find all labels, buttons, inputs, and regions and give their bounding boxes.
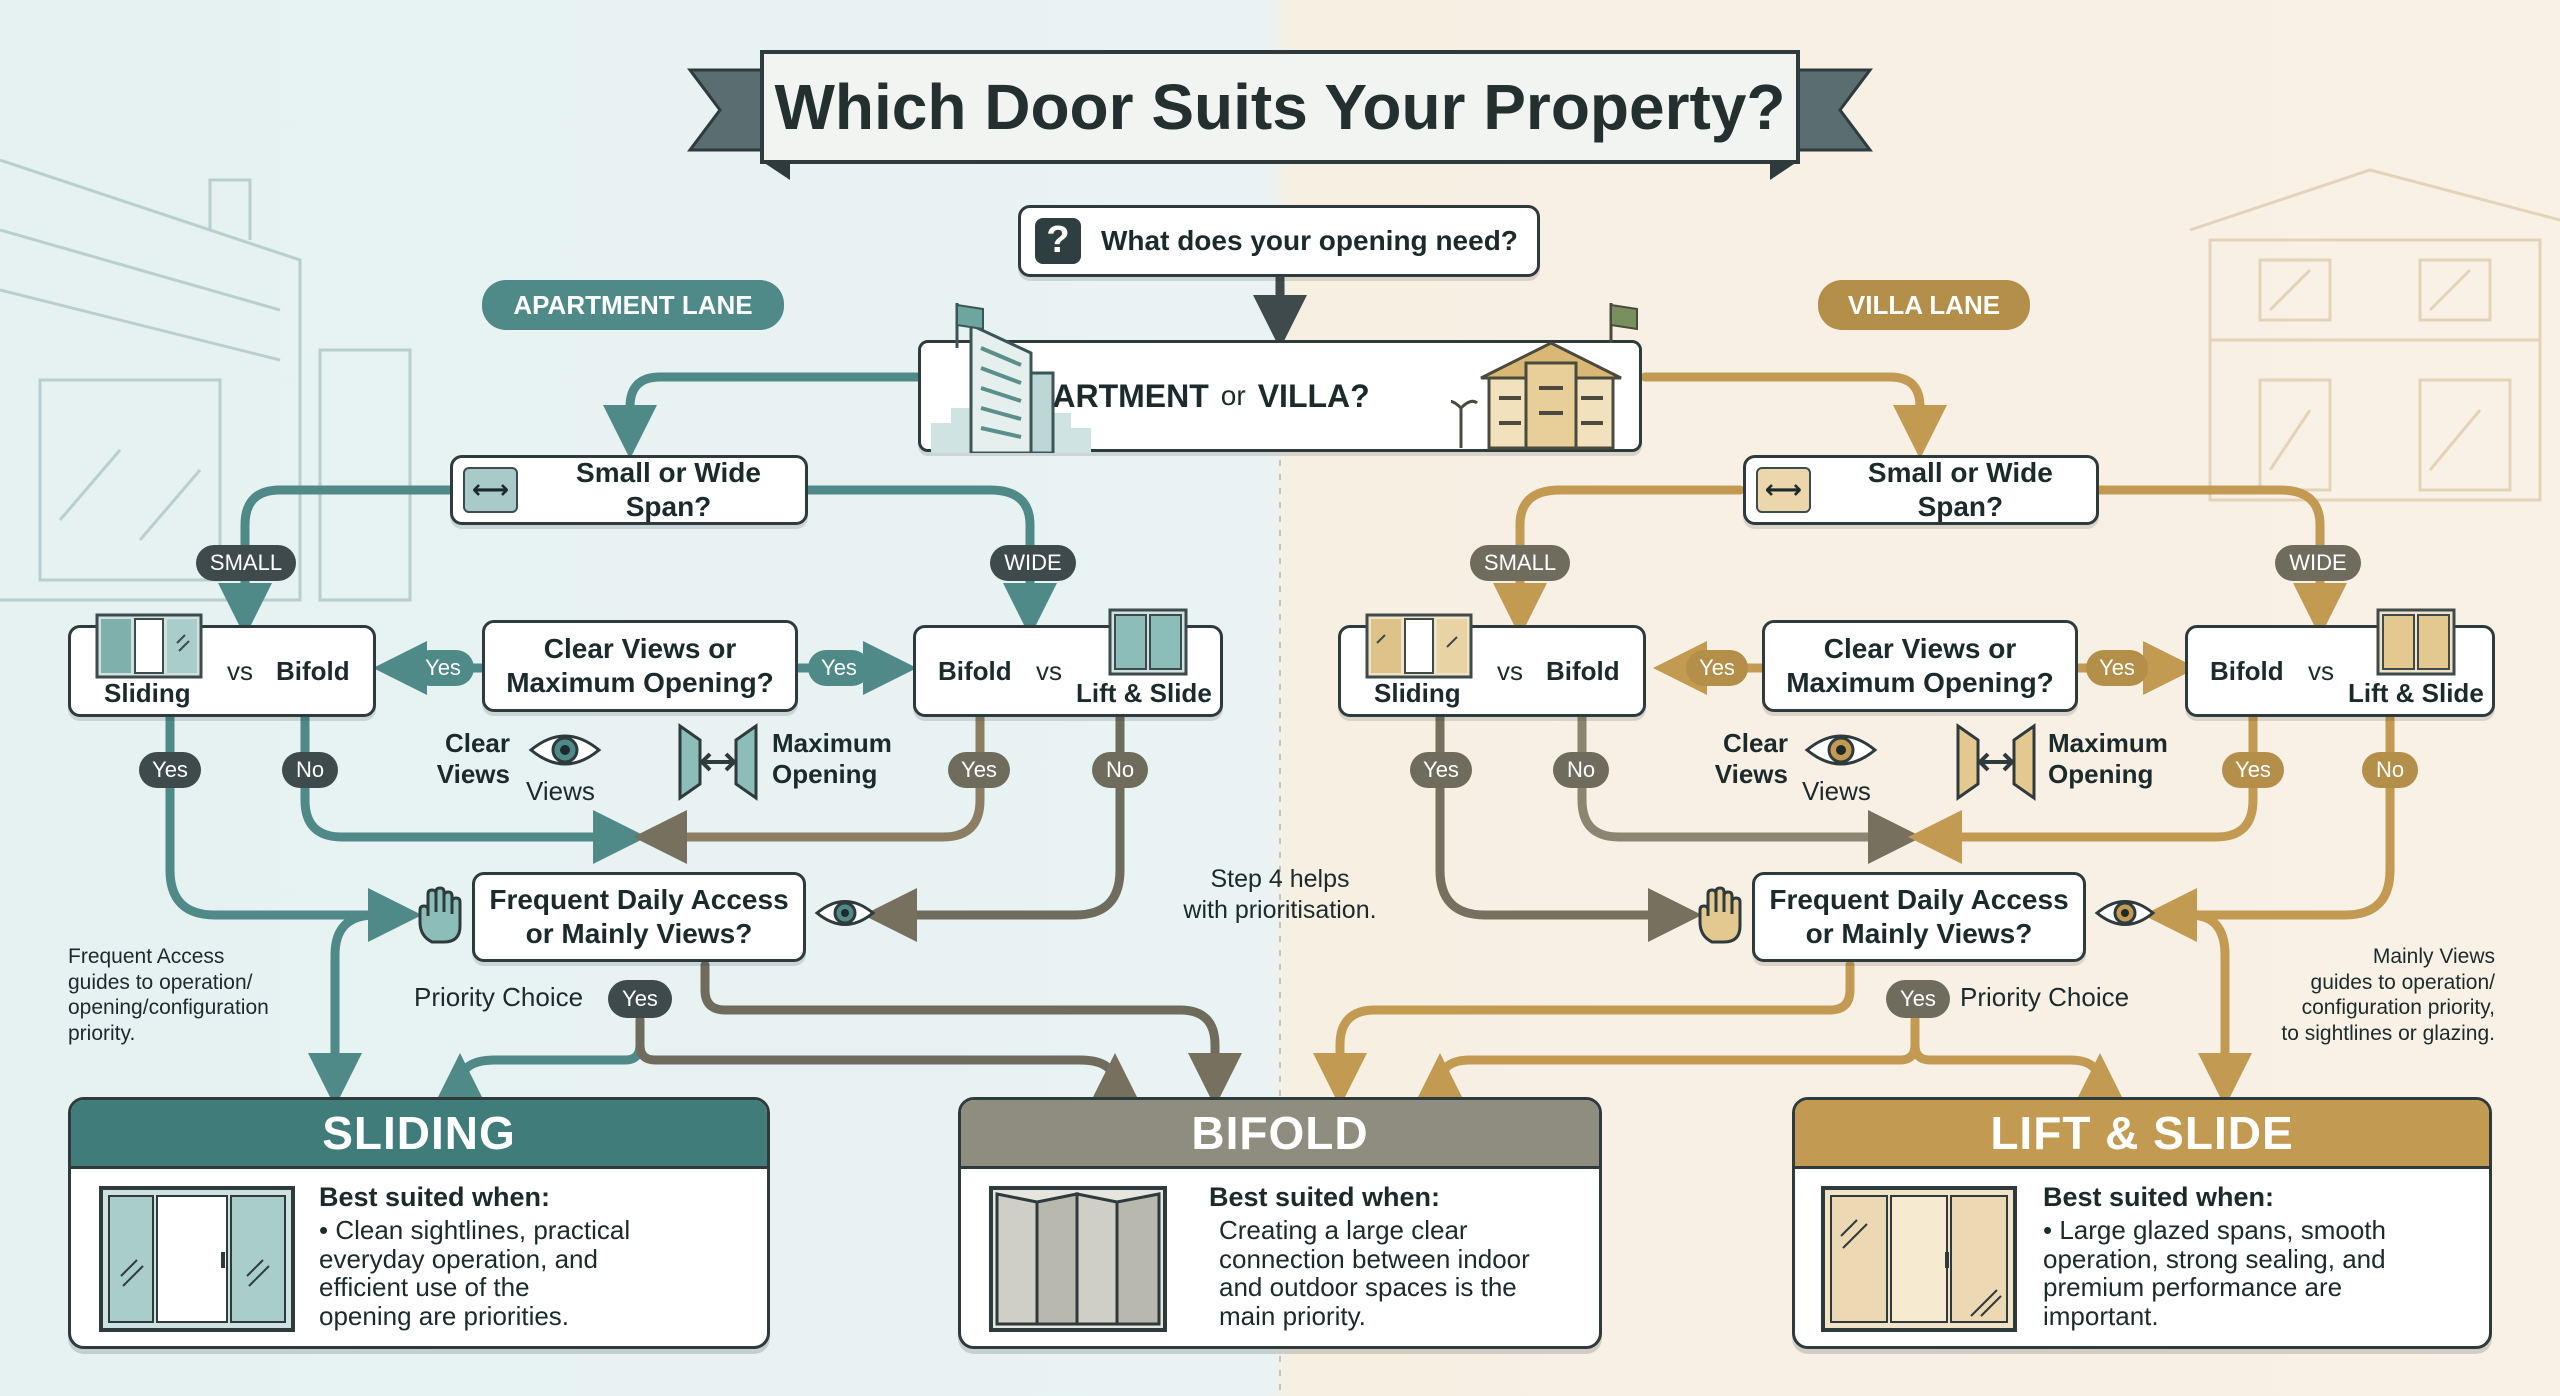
villa-lift-yes-tag: Yes <box>2222 752 2284 788</box>
result-heading-sliding: Best suited when: <box>319 1182 551 1212</box>
property-or-label: or <box>1220 380 1246 412</box>
lift-slide-door-icon <box>1108 608 1188 676</box>
compare-bifold-label: Bifold <box>1546 656 1620 686</box>
villa-lift-no-tag: No <box>2362 752 2418 788</box>
result-text-lift-slide: • Large glazed spans, smooth operation, … <box>2043 1215 2386 1331</box>
result-text-bifold: Creating a large clear connection betwee… <box>1219 1215 1530 1331</box>
villa-views-label: Views <box>1802 776 1871 806</box>
apartment-views-label: Views <box>526 776 595 806</box>
villa-sliding-vs-bifold[interactable]: Sliding vs Bifold <box>1338 613 1646 717</box>
apartment-lane-label: APARTMENT LANE <box>482 280 784 330</box>
compare-bifold-label: Bifold <box>276 656 350 686</box>
apartment-sliding-vs-bifold[interactable]: Sliding vs Bifold <box>68 613 376 717</box>
result-heading-bifold: Best suited when: <box>1209 1182 1441 1212</box>
apartment-views-question[interactable]: Clear Views or Maximum Opening? <box>482 620 798 712</box>
villa-span-question[interactable]: ⟷ Small or Wide Span? <box>1743 455 2099 525</box>
result-card-lift-slide[interactable]: LIFT & SLIDE Best suited when: • Large g… <box>1792 1097 2492 1349</box>
maximum-opening-arrows-icon <box>1956 723 2036 801</box>
property-villa-label: VILLA? <box>1257 377 1370 414</box>
compare-sliding-label: Sliding <box>1374 678 1461 708</box>
result-heading-lift-slide: Best suited when: <box>2043 1182 2275 1212</box>
lift-slide-door-illustration <box>1821 1186 2017 1332</box>
bifold-door-illustration <box>989 1186 1167 1332</box>
start-question-label: What does your opening need? <box>1101 225 1518 257</box>
maximum-opening-arrows-icon <box>678 723 758 801</box>
eye-icon <box>2094 900 2156 926</box>
apartment-small-tag: SMALL <box>196 545 296 581</box>
compare-lift-slide-label: Lift & Slide <box>2348 678 2484 708</box>
apartment-wide-yes-tag: Yes <box>808 650 870 686</box>
apartment-lift-yes-tag: Yes <box>948 752 1010 788</box>
apartment-building-icon <box>931 303 1091 453</box>
apartment-span-label: Small or Wide Span? <box>576 457 761 522</box>
apartment-priority-yes-tag: Yes <box>608 980 672 1018</box>
result-title-bifold: BIFOLD <box>961 1100 1599 1169</box>
mainly-views-note: Mainly Views guides to operation/ config… <box>2150 944 2495 1046</box>
villa-sliding-yes-tag: Yes <box>1410 752 1472 788</box>
result-text-sliding: • Clean sightlines, practical everyday o… <box>319 1215 631 1331</box>
property-type-question[interactable]: APARTMENT or VILLA? <box>918 303 1642 453</box>
sliding-door-icon <box>1365 613 1473 679</box>
eye-icon <box>1804 734 1878 766</box>
hand-tap-icon <box>1698 886 1742 944</box>
compare-vs-label: vs <box>227 656 253 686</box>
eye-icon <box>814 900 876 926</box>
compare-sliding-label: Sliding <box>104 678 191 708</box>
apartment-clear-views-label: Clear Views <box>436 728 510 790</box>
villa-priority-choice-label: Priority Choice <box>1960 982 2130 1012</box>
villa-lane-label: VILLA LANE <box>1818 280 2030 330</box>
compare-bifold-label: Bifold <box>2210 656 2284 686</box>
villa-sliding-no-tag: No <box>1553 752 1609 788</box>
frequent-access-note-text: Frequent Access guides to operation/ ope… <box>68 945 269 1045</box>
compare-vs-label: vs <box>2308 656 2334 686</box>
sliding-door-illustration <box>99 1186 295 1332</box>
result-card-bifold[interactable]: BIFOLD Best suited when: Creating a larg… <box>958 1097 1602 1349</box>
frequent-access-note: Frequent Access guides to operation/ ope… <box>68 944 269 1046</box>
hand-tap-icon <box>418 886 462 944</box>
villa-priority-yes-tag: Yes <box>1886 980 1950 1018</box>
apartment-small-yes-tag: Yes <box>412 650 474 686</box>
villa-bifold-vs-lift-slide[interactable]: Bifold vs Lift & Slide <box>2185 608 2495 717</box>
result-title-lift-slide: LIFT & SLIDE <box>1795 1100 2489 1169</box>
page-title: Which Door Suits Your Property? <box>774 71 1786 143</box>
villa-maximum-opening-label: Maximum Opening <box>2048 728 2168 790</box>
span-width-icon: ⟷ <box>1756 467 1811 513</box>
villa-small-yes-tag: Yes <box>1686 650 1748 686</box>
result-title-sliding: SLIDING <box>71 1100 767 1169</box>
result-card-sliding[interactable]: SLIDING Best suited when: • Clean sightl… <box>68 1097 770 1349</box>
villa-small-tag: SMALL <box>1470 545 1570 581</box>
villa-wide-tag: WIDE <box>2275 545 2361 581</box>
start-question-box[interactable]: ? What does your opening need? <box>1018 205 1540 277</box>
apartment-bifold-vs-lift-slide[interactable]: Bifold vs Lift & Slide <box>913 608 1223 717</box>
villa-wide-yes-tag: Yes <box>2086 650 2148 686</box>
compare-vs-label: vs <box>1497 656 1523 686</box>
apartment-access-question[interactable]: Frequent Daily Access or Mainly Views? <box>472 872 806 962</box>
sliding-door-icon <box>95 613 203 679</box>
compare-vs-label: vs <box>1036 656 1062 686</box>
villa-background-illustration <box>2189 168 2560 502</box>
step-four-note: Step 4 helps with prioritisation. <box>1183 865 1377 924</box>
span-width-icon: ⟷ <box>463 467 519 513</box>
apartment-wide-tag: WIDE <box>990 545 1076 581</box>
mainly-views-note-text: Mainly Views guides to operation/ config… <box>2281 945 2495 1045</box>
villa-clear-views-label: Clear Views <box>1714 728 1788 790</box>
compare-bifold-label: Bifold <box>938 656 1012 686</box>
apartment-lift-no-tag: No <box>1092 752 1148 788</box>
apartment-span-question[interactable]: ⟷ Small or Wide Span? <box>450 455 808 525</box>
villa-access-question[interactable]: Frequent Daily Access or Mainly Views? <box>1752 872 2086 962</box>
lift-slide-door-icon <box>2376 608 2456 676</box>
villa-span-label: Small or Wide Span? <box>1867 457 2053 522</box>
apartment-priority-choice-label: Priority Choice <box>414 982 584 1012</box>
compare-lift-slide-label: Lift & Slide <box>1076 678 1212 708</box>
villa-building-icon <box>1451 303 1638 450</box>
apartment-maximum-opening-label: Maximum Opening <box>772 728 892 790</box>
question-mark-icon: ? <box>1035 218 1081 264</box>
villa-views-question[interactable]: Clear Views or Maximum Opening? <box>1762 620 2078 712</box>
apartment-sliding-no-tag: No <box>282 752 338 788</box>
apartment-background-illustration <box>0 158 412 602</box>
eye-icon <box>528 734 602 766</box>
apartment-sliding-yes-tag: Yes <box>139 752 201 788</box>
